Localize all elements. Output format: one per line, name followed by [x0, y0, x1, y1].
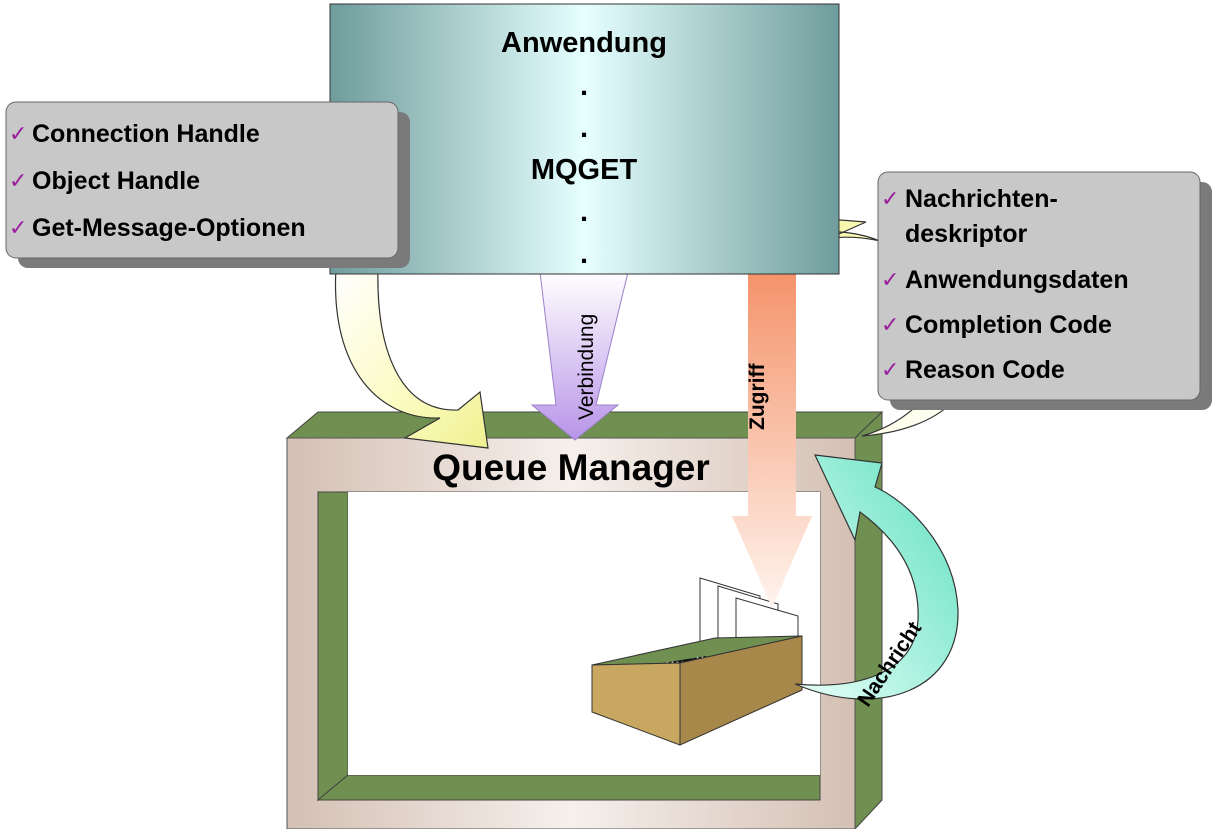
output-item-4: Reason Code: [905, 356, 1065, 384]
card-box-icon: [591, 577, 803, 746]
output-item-1-line-1: Nachrichten-: [905, 185, 1058, 213]
input-item-check-3: ✓: [9, 215, 27, 240]
output-item-2: Anwendungsdaten: [905, 266, 1129, 294]
input-panel: [5, 101, 410, 268]
application-call: MQGET: [531, 154, 638, 186]
output-item-check-2: ✓: [881, 267, 899, 292]
connection-arrow-label: Verbindung: [575, 314, 598, 420]
input-flow-arrow: [334, 267, 489, 449]
message-arrow: [794, 454, 959, 700]
application-dot-1: .: [580, 70, 588, 102]
input-item-3: Get-Message-Optionen: [32, 214, 306, 242]
output-item-check-1: ✓: [881, 186, 899, 211]
input-item-check-1: ✓: [9, 121, 27, 146]
application-dot-4: .: [580, 238, 588, 270]
output-item-1-line-2: deskriptor: [905, 220, 1028, 248]
output-panel: [877, 171, 1212, 410]
application-dot-3: .: [580, 196, 588, 228]
application-box: [329, 3, 840, 275]
output-item-check-3: ✓: [881, 312, 899, 337]
access-arrow-label: Zugriff: [746, 363, 769, 430]
connection-arrow: [530, 271, 629, 441]
input-item-2: Object Handle: [32, 167, 200, 195]
input-item-1: Connection Handle: [32, 120, 260, 148]
output-item-3: Completion Code: [905, 311, 1112, 339]
application-dot-2: .: [580, 112, 588, 144]
input-item-check-2: ✓: [9, 168, 27, 193]
output-item-check-4: ✓: [881, 357, 899, 382]
queue-manager-frame: [285, 410, 884, 831]
access-arrow: [732, 272, 812, 608]
application-title: Anwendung: [501, 27, 667, 59]
queue-manager-title: Queue Manager: [432, 447, 710, 488]
